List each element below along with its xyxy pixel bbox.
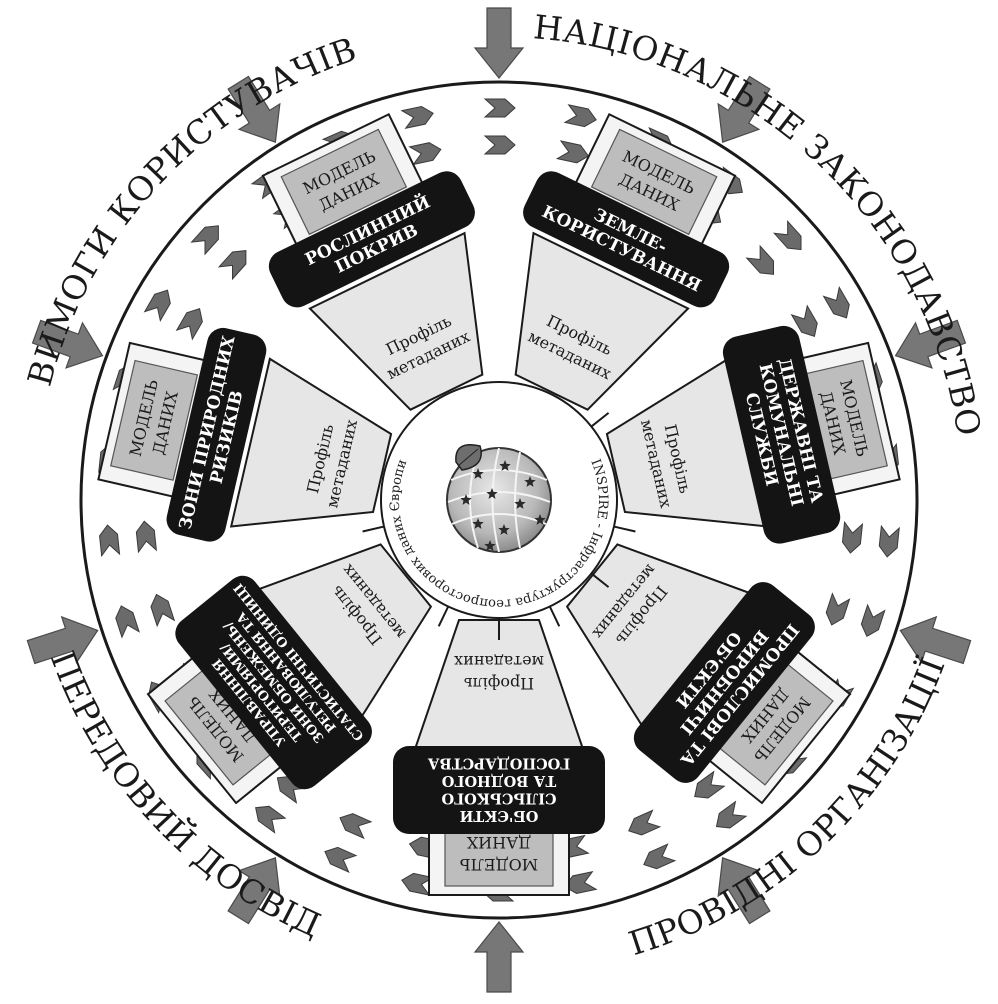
chevron-arrow-icon — [99, 524, 121, 558]
chevron-arrow-icon — [773, 219, 802, 251]
data-model-box — [590, 128, 718, 236]
star-icon — [472, 518, 484, 529]
chevron-arrow-icon — [190, 225, 219, 256]
theme-box — [523, 171, 730, 308]
chevron-arrow-icon — [175, 307, 203, 341]
chevron-arrow-icon — [400, 105, 434, 130]
input-arrow-icon — [31, 319, 104, 369]
theme-box — [633, 582, 815, 783]
star-icon — [486, 488, 498, 499]
theme-box — [722, 325, 841, 544]
star-icon — [534, 514, 546, 525]
theme-label: СІЛЬСЬКОГО — [441, 790, 556, 807]
chevron-arrow-icon — [878, 524, 900, 558]
metadata-profile-box — [229, 357, 393, 528]
input-arrow-icon — [227, 857, 281, 925]
data-model-box — [280, 128, 408, 236]
chevron-arrow-icon — [217, 250, 247, 281]
star-icon — [460, 494, 472, 505]
chevron-arrow-icon — [115, 605, 140, 639]
input-arrow-icon — [894, 319, 967, 369]
sector-divider — [613, 525, 636, 533]
sector-divider — [437, 606, 450, 627]
theme-box — [393, 746, 605, 834]
theme-box — [175, 575, 372, 790]
data-model-label: МОДЕЛЬ — [460, 855, 539, 874]
metadata-profile-box — [514, 231, 690, 411]
star-icon — [472, 468, 484, 479]
chevron-arrow-icon — [694, 770, 726, 799]
chevron-arrow-icon — [135, 520, 157, 554]
sector-divider — [590, 572, 610, 588]
chevron-arrow-icon — [790, 304, 818, 338]
input-arrow-icon — [899, 615, 972, 665]
star-icon — [498, 524, 510, 535]
theme-label: ГОСПОДАРСТВА — [428, 755, 571, 772]
input-arrow-icon — [717, 75, 771, 143]
data-model-label: ДАНИХ — [466, 833, 531, 852]
chevron-arrow-icon — [150, 593, 176, 628]
sector-divider — [548, 606, 561, 627]
theme-label: ОБ'ЄКТИ — [459, 807, 538, 824]
chevron-arrow-icon — [715, 800, 748, 829]
chevron-arrow-icon — [841, 520, 864, 554]
chevron-arrow-icon — [860, 603, 886, 638]
data-model-box — [110, 359, 199, 481]
input-arrows — [26, 7, 972, 993]
globe-icon — [446, 444, 552, 553]
chevron-arrow-icon — [825, 592, 851, 626]
theme-label: ТА ВОДНОГО — [441, 772, 556, 789]
chevron-arrow-icon — [255, 805, 287, 834]
chevron-arrow-icon — [408, 142, 442, 166]
input-arrow-icon — [473, 921, 525, 993]
star-icons — [460, 460, 546, 551]
chevron-arrow-icon — [822, 285, 850, 319]
star-icon — [524, 476, 536, 487]
chevron-arrow-icon — [483, 98, 516, 118]
input-arrow-icon — [473, 7, 525, 79]
chevron-arrow-icon — [483, 135, 516, 155]
chevron-arrow-icon — [143, 289, 171, 323]
chevron-arrow-icon — [745, 244, 775, 275]
sector-divider — [590, 412, 610, 428]
chevron-arrow-icon — [564, 870, 598, 895]
metadata-profile-label: Профіль — [464, 674, 535, 693]
star-icon — [499, 460, 511, 471]
sector: ПрофільметаданихМОДЕЛЬДАНИХУПРАВЛІННЯТЕР… — [146, 543, 433, 805]
star-icon — [514, 498, 526, 509]
outer-ring — [79, 80, 919, 920]
input-arrow-icon — [26, 615, 99, 665]
sectors: ПрофільметаданихМОДЕЛЬДАНИХЗЕМЛЕ-КОРИСТУ… — [97, 112, 901, 896]
theme-box — [268, 171, 475, 308]
chevron-arrow-icon — [555, 140, 590, 164]
metadata-profile-box — [308, 231, 484, 411]
star-icon — [484, 540, 496, 551]
chevron-arrow-icon — [401, 872, 435, 896]
sector: ПрофільметаданихМОДЕЛЬДАНИХЗЕМЛЕ-КОРИСТУ… — [514, 112, 737, 411]
leaf-icon — [455, 444, 482, 471]
chevron-arrow-icon — [563, 104, 597, 128]
theme-box — [166, 327, 267, 542]
input-arrow-icon — [717, 857, 771, 925]
chevron-arrow-icon — [339, 813, 373, 840]
sector-divider — [362, 525, 385, 533]
chevron-arrow-icon — [324, 846, 358, 874]
chevron-arrow-icon — [628, 809, 662, 836]
metadata-profile-label: метаданих — [454, 652, 544, 671]
input-arrow-icon — [227, 75, 281, 143]
chevron-arrow-icon — [643, 843, 677, 870]
